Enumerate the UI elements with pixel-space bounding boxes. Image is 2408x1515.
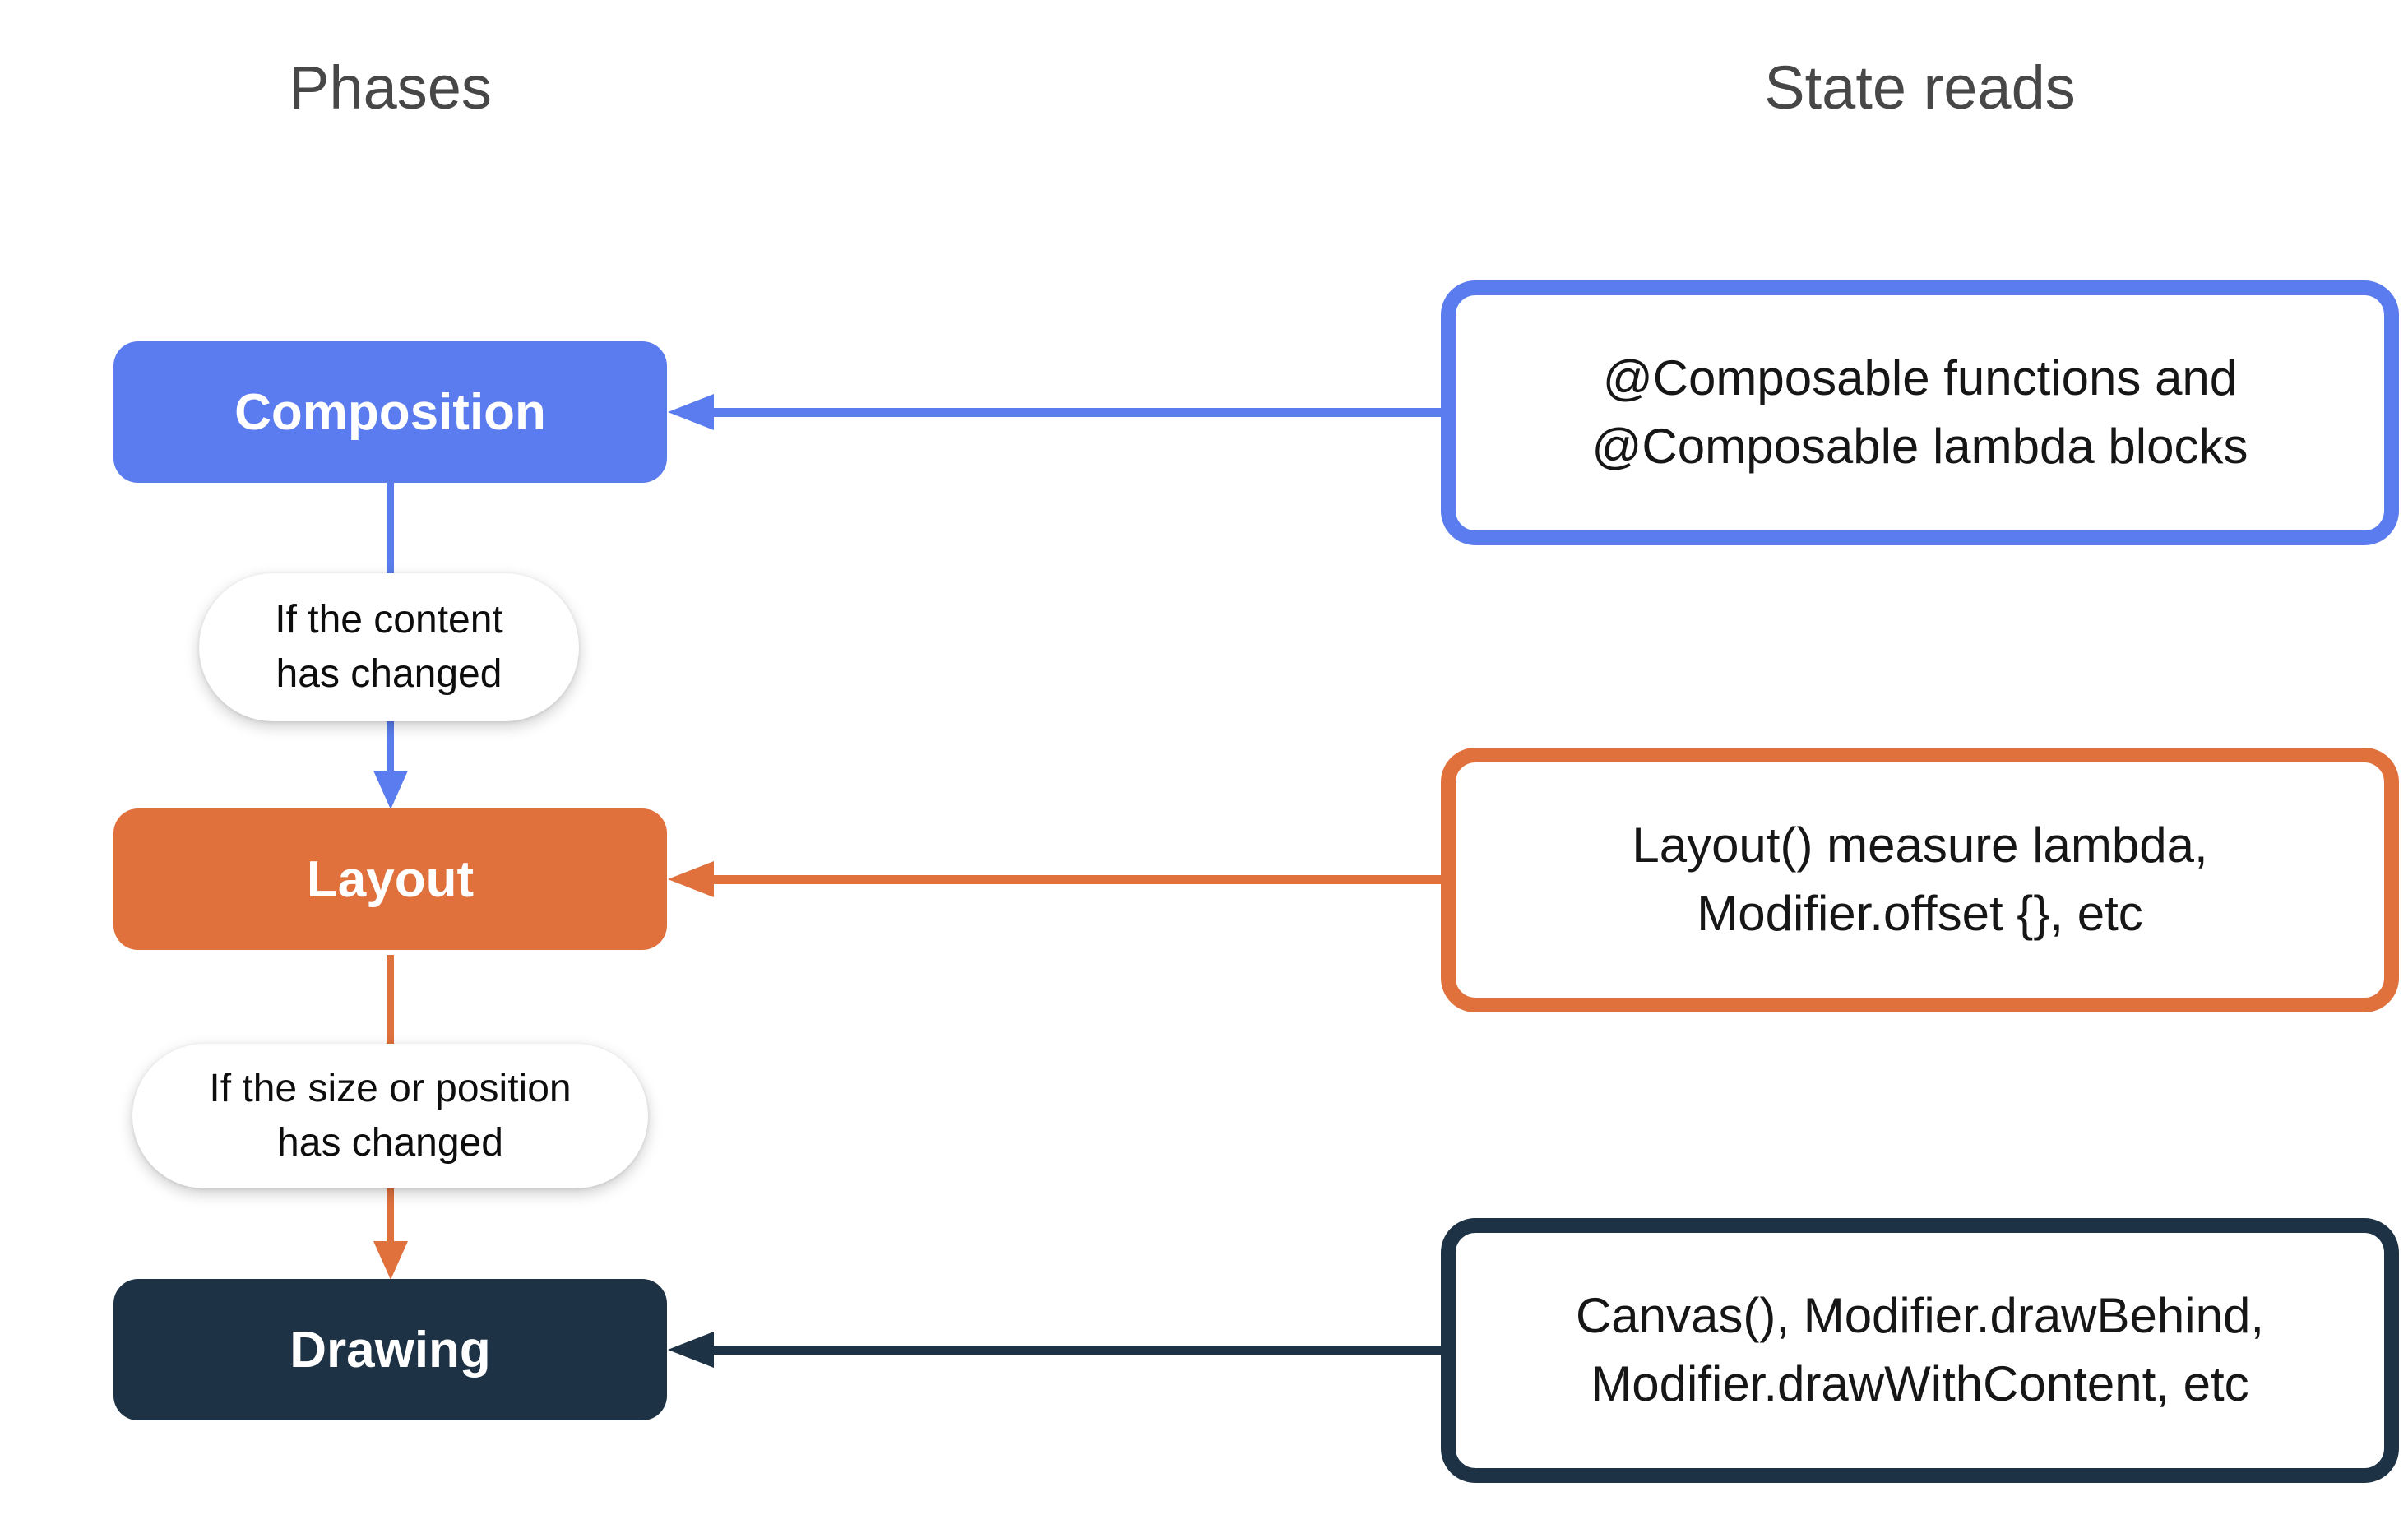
state-read-card-composition: @Composable functions and @Composable la…: [1441, 280, 2399, 545]
condition-line: If the content: [275, 597, 503, 642]
condition-pill-size-position-changed: If the size or position has changed: [132, 1044, 648, 1188]
composition-to-layout-arrowhead-icon: [373, 771, 408, 809]
state-read-line: Modifier.offset {}, etc: [1697, 886, 2143, 941]
state-read-line: Modifier.drawWithContent, etc: [1591, 1356, 2249, 1411]
phases-column-heading: Phases: [289, 53, 492, 122]
drawing-state-read-arrow-line: [709, 1346, 1446, 1355]
composition-state-read-arrowhead-icon: [668, 394, 714, 430]
drawing-state-read-arrowhead-icon: [668, 1332, 714, 1368]
state-read-card-layout: Layout() measure lambda, Modifier.offset…: [1441, 748, 2399, 1012]
condition-pill-content-changed: If the content has changed: [199, 573, 579, 721]
layout-state-read-arrow-line: [709, 875, 1446, 884]
state-read-line: Layout() measure lambda,: [1632, 818, 2208, 873]
state-read-line: @Composable functions and: [1602, 350, 2238, 406]
phase-box-drawing: Drawing: [113, 1279, 667, 1420]
composition-state-read-arrow-line: [709, 408, 1446, 417]
phase-box-layout: Layout: [113, 808, 667, 950]
state-reads-column-heading: State reads: [1764, 53, 2076, 122]
state-read-line: @Composable lambda blocks: [1591, 419, 2248, 474]
condition-line: has changed: [277, 1121, 503, 1165]
condition-line: has changed: [276, 652, 502, 696]
state-read-card-drawing: Canvas(), Modifier.drawBehind, Modifier.…: [1441, 1218, 2399, 1483]
phase-label-composition: Composition: [234, 383, 546, 441]
layout-state-read-arrowhead-icon: [668, 861, 714, 897]
condition-line: If the size or position: [209, 1066, 572, 1110]
phase-label-layout: Layout: [306, 850, 475, 908]
state-read-line: Canvas(), Modifier.drawBehind,: [1575, 1288, 2265, 1344]
layout-to-drawing-arrowhead-icon: [373, 1241, 408, 1280]
phase-box-composition: Composition: [113, 341, 667, 483]
phase-label-drawing: Drawing: [289, 1321, 491, 1378]
